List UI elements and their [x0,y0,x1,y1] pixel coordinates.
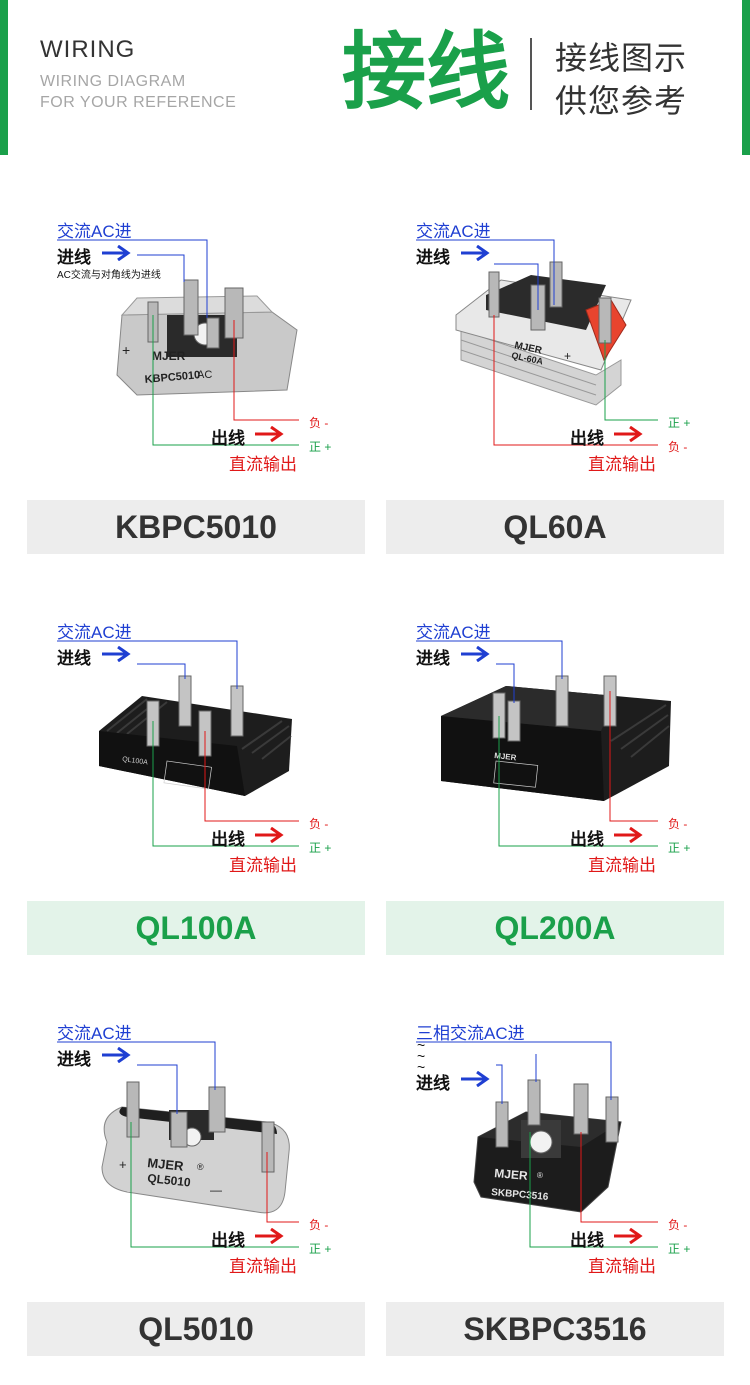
ql5010-model-label: QL5010 [27,1302,365,1356]
skbpc3516-reg-mark: ® [537,1171,543,1180]
skbpc3516-neg-label: 负 - [668,1218,688,1232]
ql5010-out-arrow-icon [255,1228,284,1244]
ql60a-plus-mark: + [564,349,571,363]
header: WIRING WIRING DIAGRAM FOR YOUR REFERENCE… [0,0,750,155]
ql100a-dc-out-label: 直流输出 [229,856,297,875]
ql60a-in-arrow-icon [461,245,490,261]
ql5010-ac-in-label: 交流AC进 [57,1024,132,1043]
skbpc3516-out-arrow-icon [614,1228,643,1244]
ql5010-line-out-label: 出线 [211,1231,245,1250]
kbpc5010-model-label: KBPC5010 [27,500,365,554]
skbpc3516-model-label: SKBPC3516 [386,1302,724,1356]
ql60a-out-arrow-icon [614,426,643,442]
ql200a-pos-label: 正 + [668,841,691,855]
ql5010-neg-label: 负 - [309,1218,329,1232]
kbpc5010-model-mark: KBPC5010 [144,369,200,386]
ql100a-out-arrow-icon [255,827,284,843]
ql200a-line-out-label: 出线 [570,830,604,849]
ql100a-neg-label: 负 - [309,817,329,831]
ql60a-dc-out-label: 直流输出 [588,455,656,474]
ql60a-ac-in-label: 交流AC进 [416,222,491,241]
kbpc5010-plus-mark: + [122,342,130,358]
ql200a-model-label: QL200A [386,901,724,955]
kbpc5010-diagram: MJER AC KBPC5010 + [57,239,299,446]
ql200a-ac-in-label: 交流AC进 [416,623,491,642]
kbpc5010-ac-in-label: 交流AC进 [57,222,132,241]
header-subtitle-1: WIRING DIAGRAM [40,73,186,90]
skbpc3516-dc-out-label: 直流输出 [588,1257,656,1276]
ql60a-neg-label: 负 - [668,440,688,454]
skbpc3516-tilde-3: ~ [417,1059,426,1075]
ql100a-model-label: QL100A [27,901,365,955]
header-title-cn: 接线 [342,23,511,121]
ql5010-pos-label: 正 + [309,1242,332,1256]
skbpc3516-model-mark: SKBPC3516 [491,1187,549,1203]
ql5010-diagram: MJER ® QL5010 + — [57,1041,299,1248]
header-title-en: WIRING [40,36,136,63]
skbpc3516-ac-in-label: 三相交流AC进 [416,1024,525,1043]
ql200a-line-in-label: 进线 [416,649,450,668]
ql5010-in-arrow-icon [102,1047,131,1063]
skbpc3516-pos-label: 正 + [668,1242,691,1256]
ql60a-model-label: QL60A [386,500,724,554]
ql60a-diagram: MJER QL-60A + [416,239,658,446]
kbpc5010-dc-out-label: 直流输出 [229,455,297,474]
product-cell-ql100a: QL100A 交流AC进 进线 负 - 正 + 出线 直流输出 QL100A [27,601,397,1001]
kbpc5010-line-in-label: 进线 [57,248,91,267]
ql5010-model-mark: QL5010 [147,1171,192,1189]
ql5010-reg-mark: ® [197,1162,204,1172]
ql5010-line-in-label: 进线 [57,1050,91,1069]
kbpc5010-brand: MJER [152,349,186,363]
header-subtitle-2: FOR YOUR REFERENCE [40,94,237,111]
kbpc5010-pos-label: 正 + [309,440,332,454]
kbpc5010-ac-mark: AC [197,369,212,381]
ql100a-in-arrow-icon [102,646,131,662]
ql200a-out-arrow-icon [614,827,643,843]
ql200a-in-arrow-icon [461,646,490,662]
ql60a-line-out-label: 出线 [570,429,604,448]
kbpc5010-line-out-label: 出线 [211,429,245,448]
skbpc3516-tilde-1: ~ [417,1037,426,1053]
product-cell-ql60a: MJER QL-60A + 交流AC进 进线 正 + 负 - 出线 直流输出 Q… [386,200,750,600]
skbpc3516-line-out-label: 出线 [570,1231,604,1250]
ql60a-line-in-label: 进线 [416,248,450,267]
product-cell-skbpc3516: MJER ® SKBPC3516 三相交流AC进 ~ ~ ~ 进线 负 - 正 … [386,1002,750,1385]
ql100a-line-out-label: 出线 [211,830,245,849]
kbpc5010-note: AC交流与对角线为进线 [57,270,161,281]
product-cell-kbpc5010: MJER AC KBPC5010 + 交流AC进 进线 AC交流与对角线为进线 … [27,200,397,600]
ql100a-diagram: QL100A [57,640,299,847]
accent-bar-right [742,0,750,155]
product-cell-ql200a: MJER 交流AC进 进线 负 - 正 + 出线 直流输出 QL200A [386,601,750,1001]
kbpc5010-in-arrow-icon [102,245,131,261]
skbpc3516-in-arrow-icon [461,1071,490,1087]
ql5010-dc-out-label: 直流输出 [229,1257,297,1276]
accent-bar-left [0,0,8,155]
ql100a-model-mark: QL100A [122,756,149,767]
ql60a-pos-label: 正 + [668,416,691,430]
kbpc5010-neg-label: 负 - [309,416,329,430]
ql200a-neg-label: 负 - [668,817,688,831]
skbpc3516-diagram: MJER ® SKBPC3516 [416,1041,658,1248]
ql200a-diagram: MJER [416,640,671,847]
ql200a-brand: MJER [494,751,517,762]
skbpc3516-tilde-2: ~ [417,1048,426,1064]
ql100a-ac-in-label: 交流AC进 [57,623,132,642]
ql5010-brand: MJER [147,1155,185,1174]
skbpc3516-line-in-label: 进线 [416,1074,450,1093]
header-right-line-1: 接线图示 [555,40,688,76]
ql5010-plus-mark: + [119,1157,127,1172]
skbpc3516-brand: MJER [494,1166,529,1183]
ql100a-line-in-label: 进线 [57,649,91,668]
header-right-line-2: 供您参考 [555,83,688,119]
ql100a-pos-label: 正 + [309,841,332,855]
ql5010-minus-mark: — [210,1183,222,1197]
product-cell-ql5010: MJER ® QL5010 + — 交流AC进 进线 负 - 正 + 出线 直流… [27,1002,397,1385]
header-divider [530,38,532,110]
ql200a-dc-out-label: 直流输出 [588,856,656,875]
kbpc5010-out-arrow-icon [255,426,284,442]
